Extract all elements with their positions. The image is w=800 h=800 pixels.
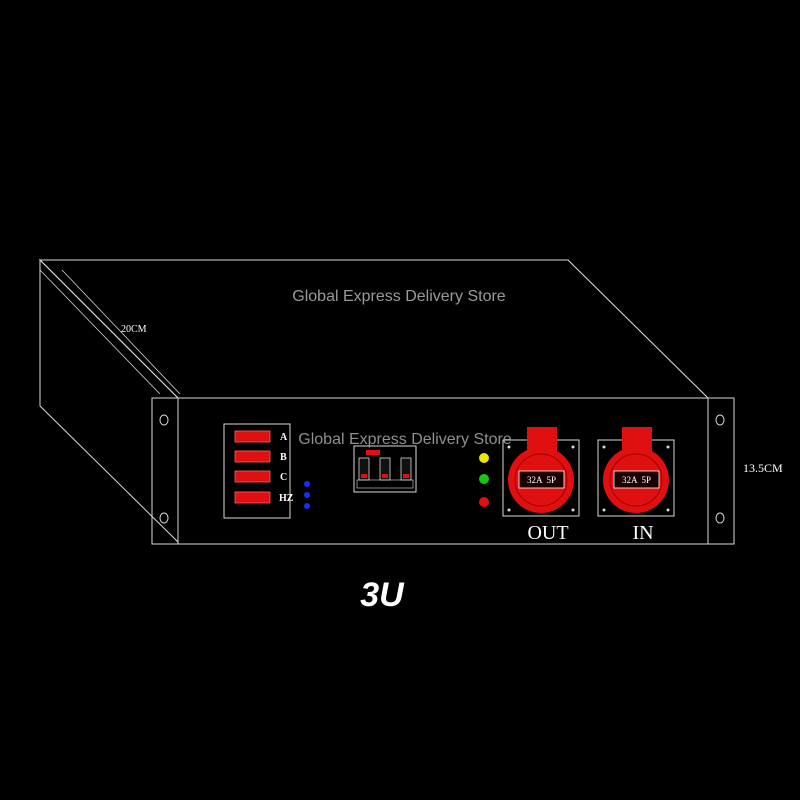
indicator-red — [479, 497, 489, 507]
socket-in-rating-box — [613, 470, 660, 489]
breaker-toggle — [403, 474, 409, 478]
meter-panel: A B C HZ — [223, 423, 310, 519]
mount-hole — [715, 512, 725, 524]
socket-out-label: OUT — [527, 522, 568, 544]
socket-screw — [666, 508, 670, 512]
socket-screw — [507, 445, 511, 449]
socket-in-label: IN — [632, 522, 653, 544]
side-inner-edge — [61, 269, 181, 395]
meter-display-a — [234, 430, 271, 443]
meter-label-hz: HZ — [279, 493, 294, 504]
meter-panel-frame — [223, 423, 291, 519]
socket-in-ring — [609, 453, 663, 507]
socket-out-rating-box — [518, 470, 565, 489]
indicator-lights — [479, 453, 489, 507]
height-dimension-label: 13.5CM — [743, 461, 783, 475]
socket-out-lid — [527, 427, 557, 451]
meter-display-b — [234, 450, 271, 463]
meter-display-c — [234, 470, 271, 483]
socket-out[interactable]: 32A 5P — [502, 427, 580, 517]
socket-screw — [507, 508, 511, 512]
indicator-green — [479, 474, 489, 484]
meter-label-c: C — [280, 472, 287, 483]
socket-in-rating: 32A 5P — [622, 475, 651, 485]
socket-out-rating: 32A 5P — [527, 475, 556, 485]
breaker-base — [356, 479, 414, 489]
breaker-frame — [353, 445, 417, 493]
top-back-edge — [567, 259, 707, 397]
side-face — [39, 258, 179, 544]
indicator-yellow — [479, 453, 489, 463]
watermark-panel: Global Express Delivery Store — [298, 431, 512, 448]
socket-in[interactable]: 32A 5P — [597, 427, 675, 517]
blue-dot — [304, 492, 310, 498]
side-inner-edge-2 — [39, 269, 161, 395]
front-panel — [151, 397, 735, 545]
meter-display-hz — [234, 491, 271, 504]
socket-in-lid — [622, 427, 652, 451]
breaker-tag — [366, 450, 380, 455]
rack-size-label: 3U — [360, 576, 405, 614]
mount-hole — [715, 414, 725, 426]
breaker-toggle — [361, 474, 367, 478]
socket-out-ring — [514, 453, 568, 507]
meter-label-b: B — [280, 452, 287, 463]
watermark-top: Global Express Delivery Store — [292, 288, 506, 305]
breaker-toggle — [382, 474, 388, 478]
meter-label-a: A — [280, 432, 288, 443]
depth-dimension-label: 20CM — [121, 324, 147, 335]
socket-screw — [571, 445, 575, 449]
front-face — [151, 397, 735, 545]
mount-hole — [159, 512, 169, 524]
socket-screw — [602, 445, 606, 449]
socket-screw — [571, 508, 575, 512]
mount-hole — [159, 414, 169, 426]
socket-screw — [666, 445, 670, 449]
socket-screw — [602, 508, 606, 512]
blue-dot — [304, 503, 310, 509]
blue-dot — [304, 481, 310, 487]
circuit-breaker[interactable] — [353, 445, 417, 493]
